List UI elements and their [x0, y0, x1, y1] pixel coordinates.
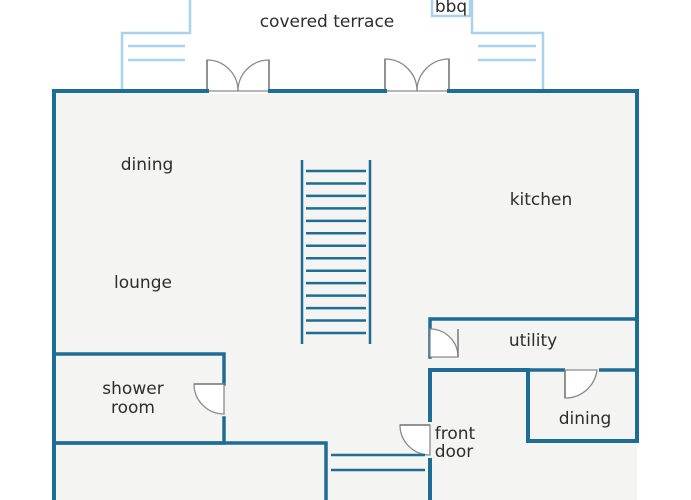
shower-room-label-line2: room: [111, 398, 155, 418]
utility-door: [429, 328, 459, 358]
lounge-label: lounge: [114, 273, 172, 293]
dining-small-label: dining: [559, 409, 612, 429]
staircase: [300, 160, 372, 344]
utility-label: utility: [509, 331, 557, 351]
covered-terrace-label: covered terrace: [260, 12, 395, 32]
dining-small-door: [564, 366, 599, 399]
bbq-label: bbq: [435, 0, 467, 17]
front-door-label-line1: front: [435, 424, 476, 444]
covered-terrace: covered terrace bbq: [120, 0, 545, 90]
dining-label: dining: [121, 155, 174, 175]
terrace-door-right: [384, 58, 450, 94]
shower-room-door: [193, 383, 225, 415]
interior-walls: [52, 317, 639, 500]
kitchen-label: kitchen: [510, 190, 573, 210]
entrance-steps: [331, 453, 425, 472]
terrace-door-left: [206, 59, 270, 94]
shower-room-label-line1: shower: [102, 379, 163, 399]
front-door: [399, 424, 431, 456]
front-door-label-line2: door: [435, 442, 474, 462]
